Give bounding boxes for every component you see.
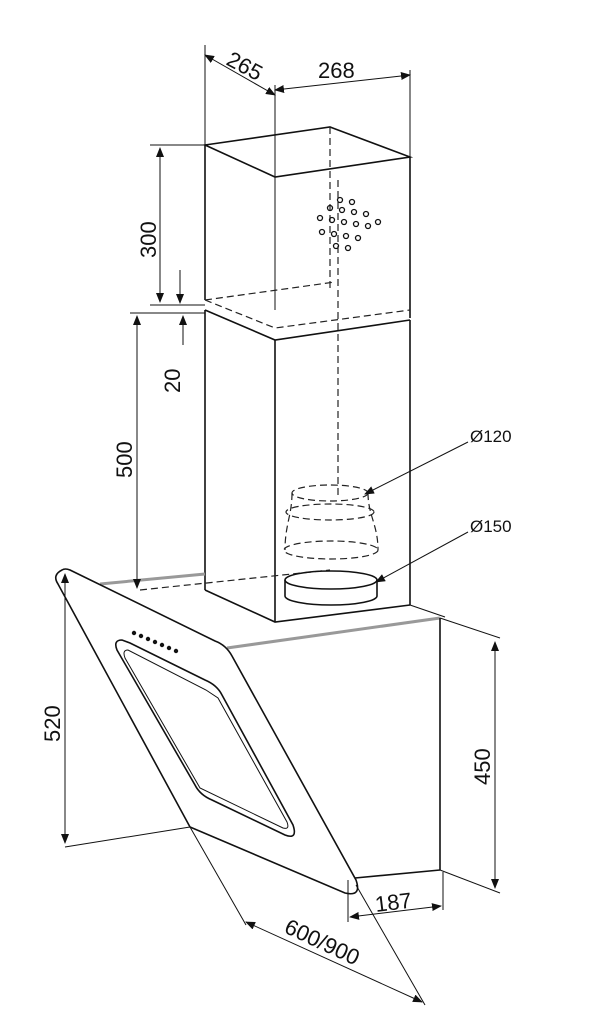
dim-duct-large: Ø150 — [470, 517, 512, 536]
upper-chimney — [202, 126, 414, 329]
dimension-lines — [61, 45, 501, 1006]
duct-connector — [283, 180, 379, 606]
dim-body-depth: 187 — [374, 888, 413, 917]
glass-panel — [54, 568, 359, 895]
dim-chimney-width: 268 — [318, 58, 355, 83]
control-buttons — [131, 630, 179, 654]
dim-chimney-depth: 265 — [223, 46, 267, 85]
dim-width: 600/900 — [281, 914, 364, 970]
dim-upper-chimney-height: 300 — [136, 221, 161, 258]
hood-body — [99, 572, 446, 879]
dim-overlap: 20 — [160, 369, 185, 393]
vent-holes — [316, 196, 382, 252]
dim-lower-chimney-height: 500 — [112, 441, 137, 478]
dim-body-height: 450 — [470, 748, 495, 785]
dim-glass-height: 520 — [40, 705, 65, 742]
dim-duct-small: Ø120 — [470, 427, 512, 446]
